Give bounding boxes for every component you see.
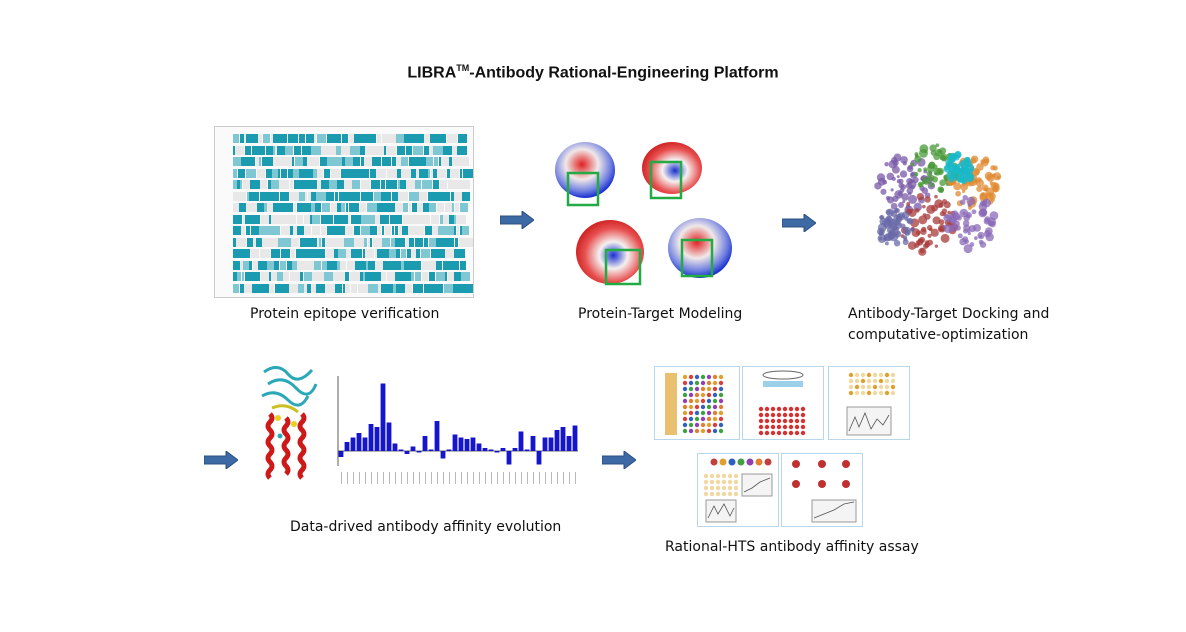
arrow-right-icon <box>602 451 636 469</box>
affinity-bar <box>530 436 536 451</box>
protein-model-3 <box>576 220 644 286</box>
affinity-bar <box>560 427 566 451</box>
affinity-bar <box>524 449 530 451</box>
affinity-bar <box>572 425 578 451</box>
affinity-bar <box>362 437 368 451</box>
affinity-bar <box>446 449 452 451</box>
arrow-right-icon <box>204 451 238 469</box>
affinity-bar <box>440 451 446 459</box>
affinity-bar <box>338 451 344 457</box>
affinity-bar <box>554 430 560 451</box>
sequence-alignment-image <box>214 126 474 298</box>
affinity-bar <box>464 439 470 451</box>
antibody-ribbon-structure <box>261 366 318 480</box>
affinity-bar <box>488 449 494 451</box>
affinity-bar <box>476 443 482 451</box>
affinity-bar <box>404 451 410 454</box>
antibody-target-docking-structure <box>874 143 1002 256</box>
protein-model-1 <box>555 142 615 207</box>
caption-epitope: Protein epitope verification <box>250 306 440 322</box>
arrow-right-icon <box>500 211 534 229</box>
affinity-bar <box>566 436 572 451</box>
caption-modeling: Protein-Target Modeling <box>578 306 743 322</box>
protein-model-2 <box>642 142 702 200</box>
hts-plate-tile-5 <box>781 453 863 527</box>
affinity-bar <box>368 424 374 451</box>
caption-hts: Rational-HTS antibody affinity assay <box>665 539 919 555</box>
affinity-bar <box>542 437 548 451</box>
affinity-bar <box>428 449 434 451</box>
hts-plate-tile-3 <box>828 366 910 440</box>
arrow-right-icon <box>782 214 816 232</box>
affinity-bar-chart <box>337 376 578 484</box>
hts-plate-tile-2 <box>742 366 824 440</box>
affinity-bar <box>422 436 428 451</box>
affinity-bar <box>512 448 518 451</box>
affinity-bar <box>434 421 440 451</box>
affinity-bar <box>344 442 350 451</box>
affinity-bar <box>518 431 524 451</box>
affinity-bar <box>374 427 380 451</box>
affinity-bar <box>386 422 392 451</box>
affinity-bar <box>500 448 506 451</box>
affinity-bar <box>398 449 404 451</box>
hts-plate-tile-1 <box>654 366 740 440</box>
affinity-bar <box>452 434 458 451</box>
affinity-bar <box>494 451 500 453</box>
affinity-bar <box>470 437 476 451</box>
caption-docking: Antibody-Target Docking and computative-… <box>848 306 1050 343</box>
affinity-bar <box>350 437 356 451</box>
affinity-bar <box>482 448 488 451</box>
affinity-bar <box>392 443 398 451</box>
affinity-bar <box>416 451 422 453</box>
affinity-bar <box>380 383 386 451</box>
hts-plate-tile-4 <box>697 453 779 527</box>
page-title: LIBRATM-Antibody Rational-Engineering Pl… <box>407 63 779 82</box>
affinity-bar <box>548 437 554 451</box>
affinity-bar <box>506 451 512 465</box>
affinity-bar <box>410 446 416 451</box>
protein-surface-models <box>555 142 732 286</box>
affinity-bar <box>536 451 542 465</box>
affinity-bar <box>458 437 464 451</box>
caption-evolution: Data-drived antibody affinity evolution <box>290 519 562 535</box>
protein-model-4 <box>668 218 732 278</box>
affinity-bar <box>356 433 362 451</box>
